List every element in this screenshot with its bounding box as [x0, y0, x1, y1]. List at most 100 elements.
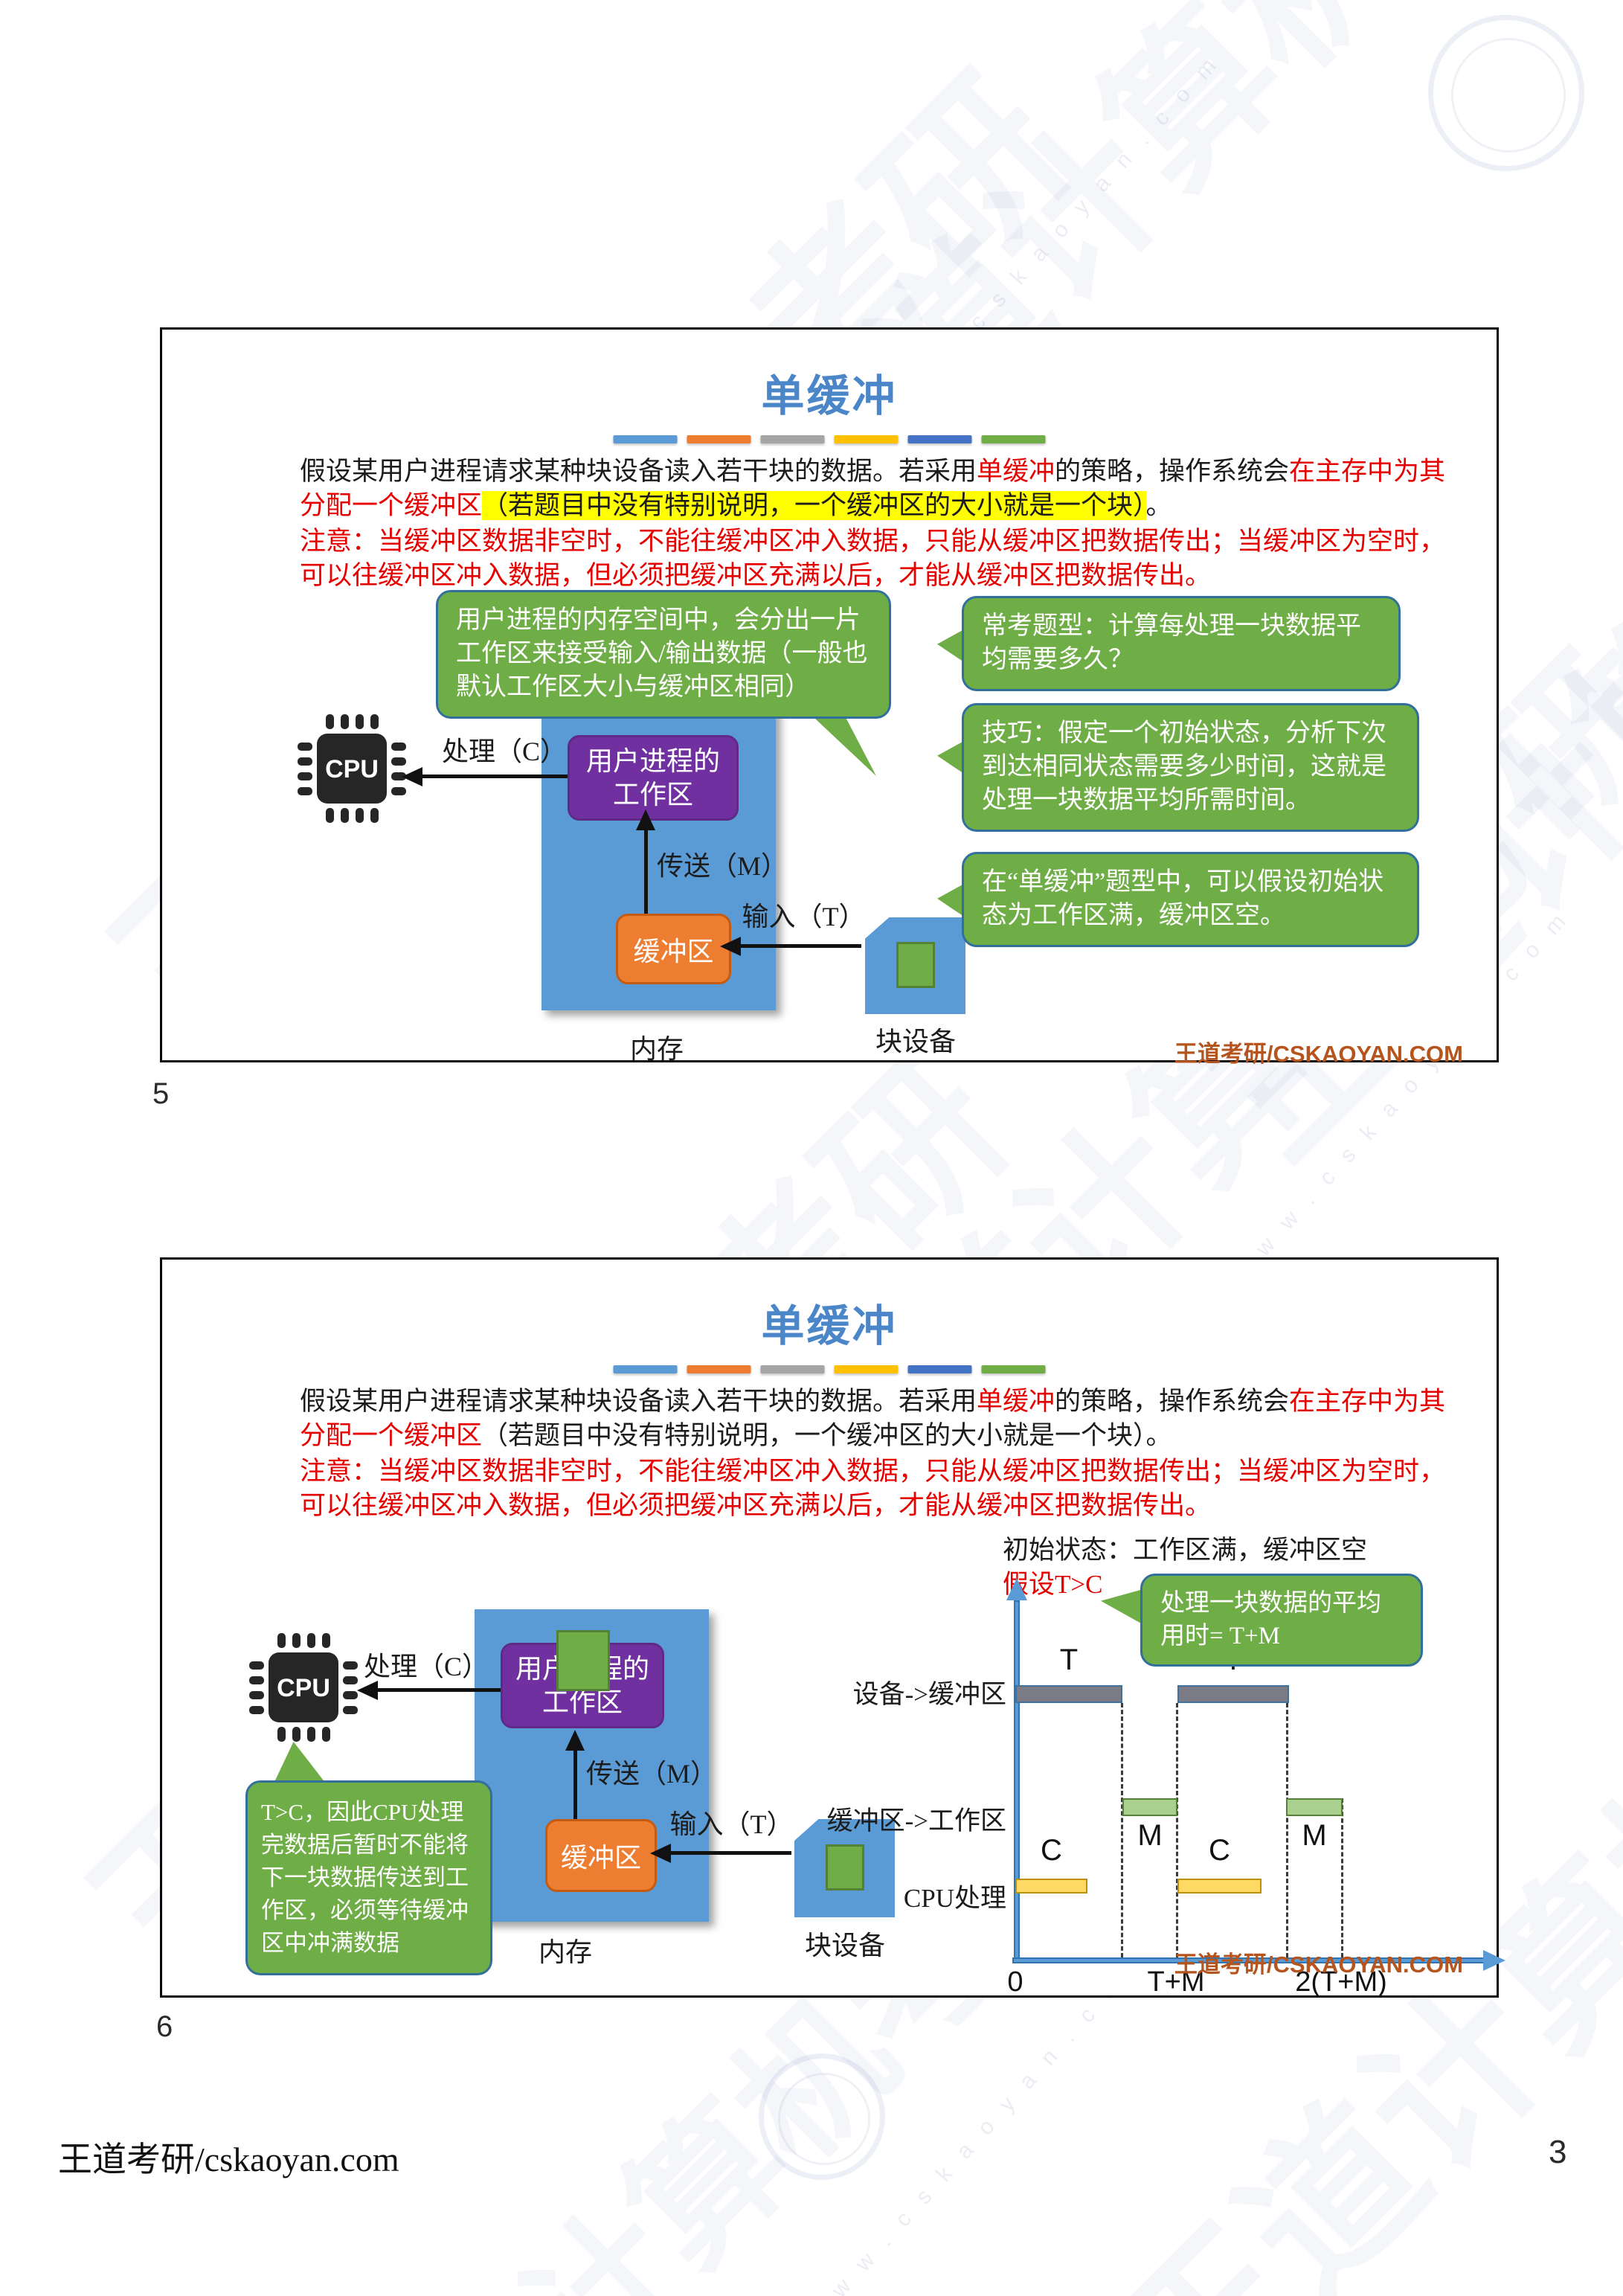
- title-divider-bars: [613, 435, 1046, 443]
- gantt-row-label-device-to-buffer: 设备->缓冲区: [852, 1680, 1006, 1709]
- text-segment: 假设某用户进程请求某种块设备读入若干块的数据。若采用: [300, 457, 977, 486]
- input-arrow-label: 输入（T）: [742, 902, 866, 931]
- divider-bar: [981, 435, 1046, 443]
- gantt-x-axis-arrow-icon: [1483, 1950, 1505, 1971]
- bubble-cpu-wait: T>C，因此CPU处理完数据后暂时不能将下一块数据传送到工作区，必须等待缓冲区中…: [245, 1780, 492, 1976]
- slide-footer-brand: 王道考研/CSKAOYAN.COM: [1174, 1952, 1463, 1978]
- input-arrow: [666, 1851, 791, 1855]
- watermark-seal-icon: [759, 2053, 885, 2180]
- input-arrow-label: 输入（T）: [669, 1809, 794, 1839]
- divider-bar: [613, 1365, 678, 1373]
- process-arrow-label: 处理（C）: [441, 737, 567, 766]
- process-arrowhead-icon: [357, 1681, 378, 1700]
- gantt-gridline: [1286, 1703, 1288, 1957]
- gantt-bar-label-M: M: [1302, 1819, 1327, 1852]
- gantt-bar-label-C: C: [1041, 1834, 1062, 1867]
- gantt-tick-T+M: T+M: [1147, 1966, 1205, 1998]
- cpu-chip-icon: CPU: [298, 714, 406, 823]
- gantt-gridline: [1121, 1703, 1123, 1957]
- divider-bar: [613, 435, 678, 443]
- document-page-number: 3: [1549, 2134, 1567, 2170]
- text-segment: 假设某用户进程请求某种块设备读入若干块的数据。若采用: [300, 1387, 977, 1416]
- text-segment: 。: [1145, 490, 1172, 520]
- gantt-tick-0: 0: [1007, 1966, 1023, 1998]
- process-arrow: [374, 1688, 501, 1692]
- watermark-seal-icon: [1428, 15, 1584, 171]
- transfer-arrow: [573, 1745, 577, 1819]
- slide-title: 单缓冲: [761, 1302, 898, 1350]
- device-label: 块设备: [875, 1027, 956, 1056]
- divider-bar: [907, 435, 972, 443]
- gantt-bar-device-transfer-2: [1177, 1685, 1289, 1703]
- divider-bar: [760, 1365, 825, 1373]
- gantt-y-axis-arrow-icon: [1006, 1578, 1027, 1600]
- divider-bar: [687, 1365, 751, 1373]
- transfer-arrow: [644, 825, 648, 914]
- text-segment: （若题目中没有特别说明，一个缓冲区的大小就是一个块）。: [482, 1420, 1172, 1450]
- process-arrow: [419, 775, 568, 778]
- slide-footer-brand: 王道考研/CSKAOYAN.COM: [1174, 1041, 1463, 1067]
- note-paragraph: 注意：当缓冲区数据非空时，不能往缓冲区冲入数据，只能从缓冲区把数据传出；当缓冲区…: [300, 527, 1446, 590]
- gantt-tick-2(T+M): 2(T+M): [1295, 1966, 1387, 1998]
- title-divider-bars: [613, 1365, 1046, 1373]
- bubble-technique: 技巧：假定一个初始状态，分析下次到达相同状态需要多少时间，这就是处理一块数据平均…: [962, 703, 1419, 832]
- divider-bar: [760, 435, 825, 443]
- slide-number: 6: [156, 2010, 173, 2043]
- process-arrowhead-icon: [402, 767, 422, 786]
- text-segment: 的策略，操作系统会: [1055, 457, 1290, 486]
- work-area-box: 用户进程的 工作区: [568, 735, 739, 821]
- process-arrow-label: 处理（C）: [363, 1652, 489, 1681]
- divider-bar: [687, 435, 751, 443]
- gantt-gridline: [1176, 1703, 1178, 1957]
- bubble-workarea: 用户进程的内存空间中，会分出一片工作区来接受输入/输出数据（一般也默认工作区大小…: [436, 590, 891, 719]
- divider-bar: [981, 1365, 1046, 1373]
- transfer-arrowhead-icon: [565, 1730, 585, 1751]
- input-arrowhead-icon: [650, 1844, 671, 1863]
- note-paragraph: 注意：当缓冲区数据非空时，不能往缓冲区冲入数据，只能从缓冲区把数据传出；当缓冲区…: [300, 1457, 1446, 1520]
- text-segment: （若题目中没有特别说明，一个缓冲区的大小就是一个块）: [482, 490, 1146, 520]
- slide-title: 单缓冲: [761, 372, 898, 420]
- divider-bar: [834, 1365, 899, 1373]
- text-segment: 的策略，操作系统会: [1055, 1387, 1290, 1416]
- slide-number: 5: [152, 1077, 170, 1110]
- gantt-bar-cpu-process-1: [1015, 1879, 1087, 1893]
- bubble-tail: [274, 1742, 326, 1783]
- intro-paragraph: 假设某用户进程请求某种块设备读入若干块的数据。若采用单缓冲的策略，操作系统会在主…: [300, 1385, 1464, 1452]
- buffer-box: 缓冲区: [616, 914, 731, 984]
- document-footer-brand: 王道考研/cskaoyan.com: [58, 2141, 399, 2178]
- text-segment: 单缓冲: [977, 1387, 1055, 1416]
- transfer-arrow-label: 传送（M）: [586, 1759, 718, 1789]
- input-arrowhead-icon: [720, 937, 741, 956]
- text-segment: 在主存中为其分配一个缓冲区: [300, 1387, 1446, 1450]
- text-segment: 单缓冲: [977, 457, 1055, 486]
- text-segment: 在主存中为其分配一个缓冲区: [300, 457, 1446, 520]
- transfer-arrow-label: 传送（M）: [657, 851, 788, 881]
- buffer-box: 缓冲区: [545, 1819, 657, 1892]
- divider-bar: [834, 435, 899, 443]
- data-block-icon: [896, 942, 935, 988]
- gantt-bar-memory-transfer-1: [1122, 1798, 1177, 1816]
- bubble-question: 常考题型：计算每处理一块数据平均需要多久？: [962, 596, 1401, 691]
- gantt-row-label-buffer-to-workarea: 缓冲区->工作区: [826, 1806, 1006, 1835]
- intro-paragraph: 假设某用户进程请求某种块设备读入若干块的数据。若采用单缓冲的策略，操作系统会在主…: [300, 455, 1464, 522]
- gantt-gridline: [1341, 1798, 1343, 1957]
- input-arrow: [736, 944, 861, 948]
- memory-label: 内存: [629, 1034, 684, 1064]
- cpu-chip-icon: CPU: [249, 1633, 358, 1742]
- divider-bar: [907, 1365, 972, 1373]
- work-area-data-block-icon: [556, 1630, 610, 1691]
- slide-5: 单缓冲 假设某用户进程请求某种块设备读入若干块的数据。若采用单缓冲的策略，操作系…: [160, 327, 1499, 1067]
- device-label: 块设备: [804, 1931, 885, 1960]
- data-block-icon: [826, 1844, 864, 1891]
- gantt-bar-device-transfer-1: [1015, 1685, 1122, 1703]
- memory-label: 内存: [538, 1937, 592, 1967]
- gantt-bar-cpu-process-2: [1177, 1879, 1262, 1893]
- gantt-row-label-cpu-process: CPU处理: [903, 1884, 1006, 1913]
- cpu-label: CPU: [277, 1674, 330, 1702]
- bubble-assumption: 在“单缓冲”题型中，可以假设初始状态为工作区满，缓冲区空。: [962, 852, 1419, 947]
- gantt-bar-memory-transfer-2: [1286, 1798, 1343, 1816]
- bubble-average-time: 处理一块数据的平均用时= T+M: [1140, 1574, 1423, 1667]
- gantt-bar-label-C: C: [1209, 1834, 1230, 1867]
- slide-6: 单缓冲 假设某用户进程请求某种块设备读入若干块的数据。若采用单缓冲的策略，操作系…: [160, 1257, 1505, 1998]
